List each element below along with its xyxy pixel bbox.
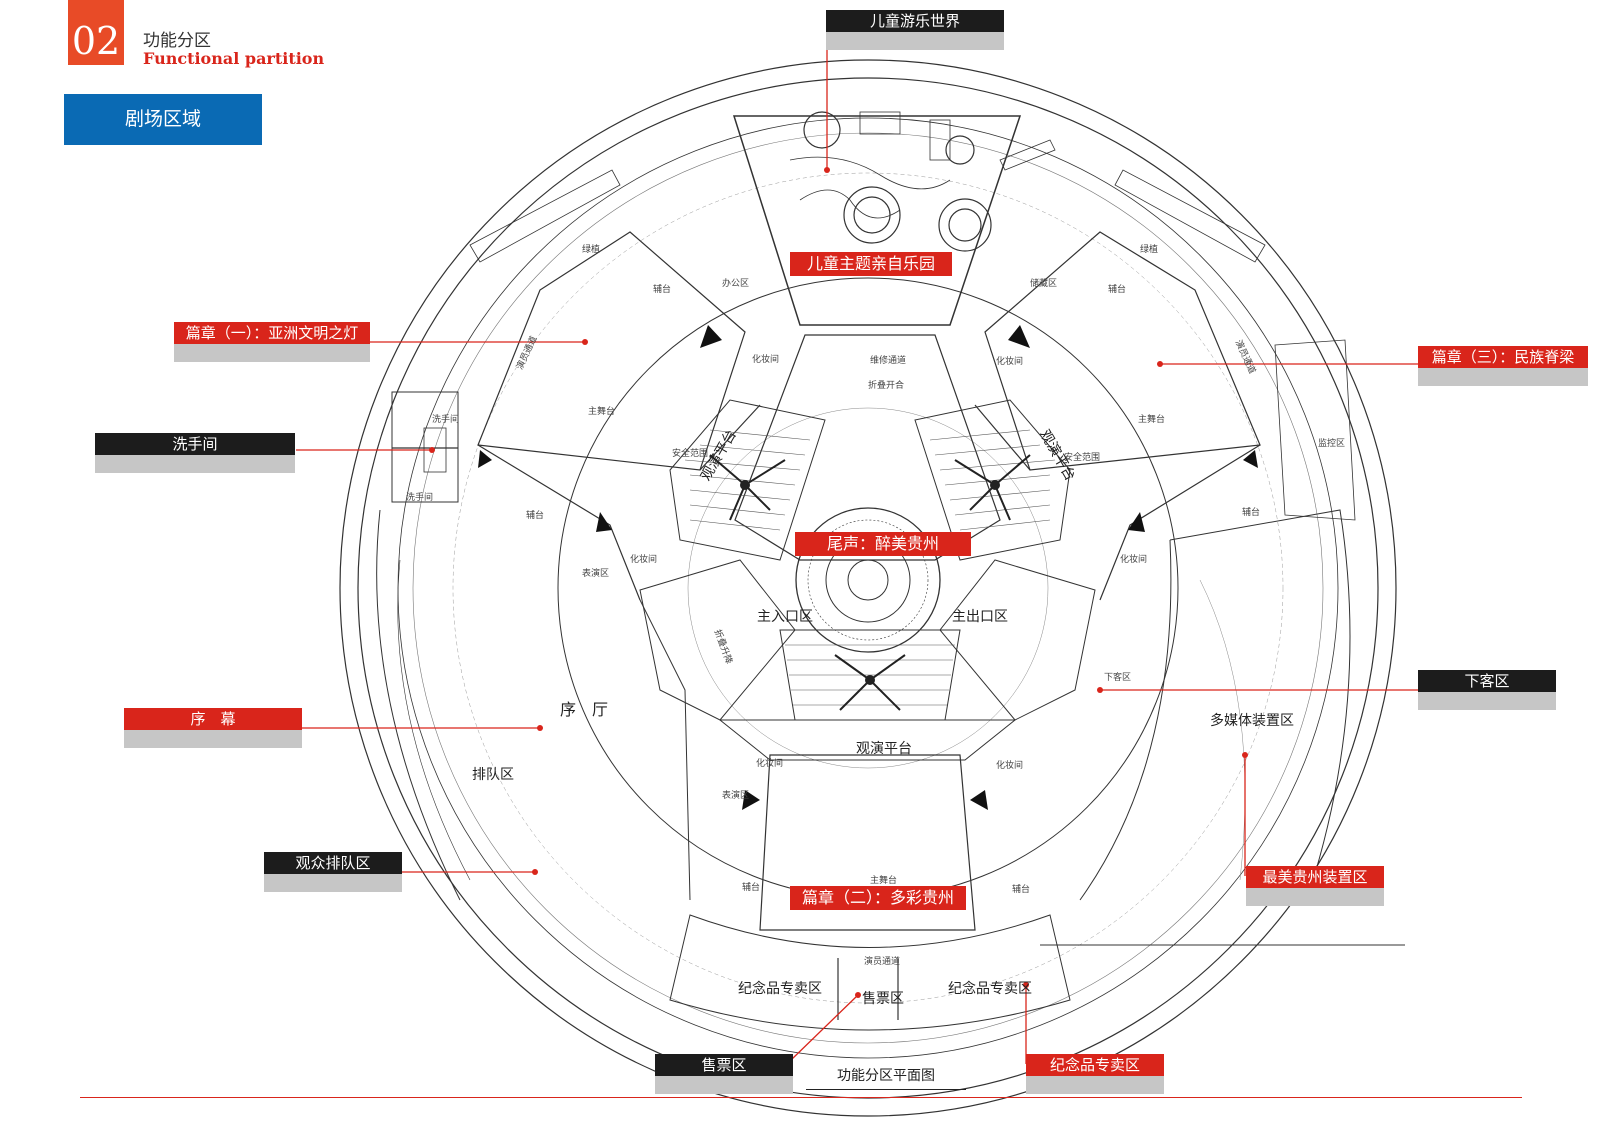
viewing-platform-label: 观演平台: [856, 741, 912, 757]
ticket-inner-label: 售票区: [862, 991, 904, 1007]
callout-audience-queue: 观众排队区: [264, 852, 402, 892]
aux-stage-5-label: 辅台: [742, 883, 761, 893]
aux-stage-3-label: 辅台: [526, 511, 545, 521]
main-stage-right-label: 主舞台: [1138, 415, 1166, 425]
dressing-2-label: 化妆间: [996, 357, 1024, 367]
main-stage-left-label: 主舞台: [588, 407, 616, 417]
queue-area-label: 排队区: [472, 767, 514, 783]
dropoff-small-label: 下客区: [1104, 673, 1132, 683]
aux-stage-2-label: 辅台: [1108, 285, 1127, 295]
main-entrance-label: 主入口区: [757, 609, 813, 625]
aux-stage-6-label: 辅台: [1012, 885, 1031, 895]
kids-world-zone: [732, 115, 1022, 326]
callout-prelude: 序 幕: [124, 708, 302, 748]
label-chapter2: 篇章（二）：多彩贵州: [790, 886, 966, 910]
label-kids-park: 儿童主题亲自乐园: [790, 252, 952, 276]
aux-stage-1-label: 辅台: [653, 285, 672, 295]
outer-ring-inner: [357, 77, 1379, 1099]
dressing-1-label: 化妆间: [752, 355, 780, 365]
fold-label: 折叠开合: [868, 381, 905, 391]
plan-caption: 功能分区平面图: [806, 1065, 966, 1090]
section-title-en: Functional partition: [143, 49, 325, 68]
outer-ring: [339, 59, 1397, 1117]
storage-label: 储藏区: [1030, 279, 1058, 289]
callout-chapter1: 篇章（一）：亚洲文明之灯: [174, 322, 370, 362]
multimedia-label: 多媒体装置区: [1210, 713, 1294, 729]
section-number-badge: 02: [68, 0, 124, 65]
theater-area-tab[interactable]: 剧场区域: [64, 94, 262, 145]
callout-ticket: 售票区: [655, 1054, 793, 1094]
label-finale: 尾声：醉美贵州: [795, 532, 971, 556]
bottom-rule: [80, 1097, 1522, 1098]
stage-wedge-bottom: [759, 754, 976, 931]
safety-right-label: 安全范围: [1064, 453, 1101, 463]
maint-label: 维修通道: [870, 356, 907, 366]
dressing-3-label: 化妆间: [630, 555, 658, 565]
section-title-cn: 功能分区: [143, 31, 211, 51]
stage-wedge-right: [984, 231, 1261, 471]
souvenir-right-label: 纪念品专卖区: [948, 981, 1032, 997]
dressing-5-label: 化妆间: [756, 759, 784, 769]
callout-restroom: 洗手间: [95, 433, 295, 473]
callout-kids-world: 儿童游乐世界: [826, 10, 1004, 50]
callout-guizhou-install: 最美贵州装置区: [1246, 866, 1384, 906]
perform-1-label: 表演区: [582, 569, 610, 579]
dressing-4-label: 化妆间: [1120, 555, 1148, 565]
main-stage-bottom-label: 主舞台: [870, 876, 898, 886]
aux-stage-4-label: 辅台: [1242, 508, 1261, 518]
callout-chapter3: 篇章（三）：民族脊梁: [1418, 346, 1588, 386]
lobby-label: 序 厅: [560, 700, 609, 719]
callout-dropoff: 下客区: [1418, 670, 1556, 710]
souvenir-left-label: 纪念品专卖区: [738, 981, 822, 997]
main-exit-label: 主出口区: [952, 609, 1008, 625]
restroom-a-label: 洗手间: [432, 415, 460, 425]
callout-souvenir: 纪念品专卖区: [1026, 1054, 1164, 1094]
safety-left-label: 安全范围: [672, 449, 709, 459]
green-2-label: 绿植: [1140, 245, 1159, 255]
monitor-label: 监控区: [1318, 439, 1346, 449]
green-1-label: 绿植: [582, 245, 601, 255]
stage-wedge-left: [477, 231, 746, 471]
perform-2-label: 表演区: [722, 791, 750, 801]
actor-pass-label: 演员通道: [864, 957, 901, 967]
office-label: 办公区: [722, 279, 750, 289]
dressing-6-label: 化妆间: [996, 761, 1024, 771]
restroom-b-label: 洗手间: [406, 493, 434, 503]
